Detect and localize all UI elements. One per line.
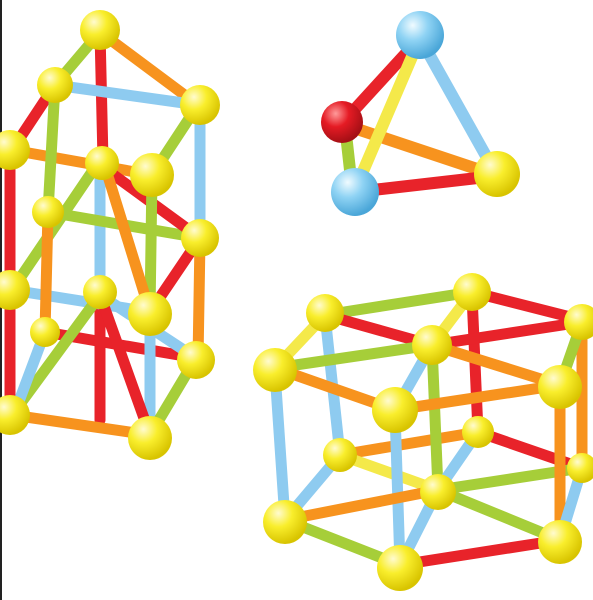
connector-ball <box>453 273 491 311</box>
stick <box>426 339 566 391</box>
connector-ball <box>80 10 120 50</box>
connector-ball <box>331 168 379 216</box>
tetrahedron-connectors <box>321 11 520 216</box>
cube-connectors <box>253 273 593 591</box>
connector-ball <box>396 11 444 59</box>
stick <box>426 339 444 496</box>
tower-connectors <box>0 10 220 460</box>
connector-ball <box>263 500 307 544</box>
connector-ball <box>83 275 117 309</box>
connector-ball <box>181 219 219 257</box>
connector-ball <box>30 317 60 347</box>
connector-ball <box>0 395 30 435</box>
stick <box>269 339 438 374</box>
stick <box>144 169 158 318</box>
stick <box>94 26 204 111</box>
stick <box>426 316 588 351</box>
connector-ball <box>85 146 119 180</box>
connector-ball <box>564 304 593 340</box>
connector-ball <box>37 67 73 103</box>
connector-ball <box>180 85 220 125</box>
stick <box>389 406 406 571</box>
connector-ball <box>0 130 30 170</box>
connector-ball <box>130 153 174 197</box>
connector-ball <box>306 294 344 332</box>
stick <box>319 286 478 321</box>
stick <box>334 449 444 496</box>
connector-ball <box>253 348 297 392</box>
stick <box>334 426 484 461</box>
connector-ball <box>128 292 172 336</box>
connector-ball <box>474 151 520 197</box>
stick <box>339 119 501 181</box>
stick <box>6 144 158 181</box>
stick <box>394 534 566 571</box>
connector-ball <box>128 416 172 460</box>
connector-ball <box>412 325 452 365</box>
stick <box>349 32 426 196</box>
connector-ball <box>462 416 494 448</box>
stick <box>269 366 291 526</box>
connector-ball <box>177 341 215 379</box>
tetrahedron-structure <box>339 32 501 198</box>
stick <box>414 32 501 178</box>
stick <box>97 154 156 318</box>
connector-ball <box>567 453 593 483</box>
tower-structure <box>4 26 206 441</box>
stick <box>42 79 61 218</box>
stick <box>389 379 566 416</box>
connector-ball <box>32 196 64 228</box>
connector-ball <box>420 474 456 510</box>
connector-ball <box>0 270 30 310</box>
stick <box>94 289 156 441</box>
stick <box>279 484 444 526</box>
connector-ball <box>321 101 363 143</box>
stick <box>432 484 566 546</box>
stick <box>6 409 156 441</box>
stick <box>472 426 588 474</box>
connector-ball <box>323 438 357 472</box>
stick <box>49 79 204 111</box>
stick <box>192 234 206 366</box>
stick <box>39 206 54 338</box>
connector-ball <box>538 520 582 564</box>
connector-ball <box>372 387 418 433</box>
connector-ball <box>538 365 582 409</box>
connector-ball <box>377 545 423 591</box>
